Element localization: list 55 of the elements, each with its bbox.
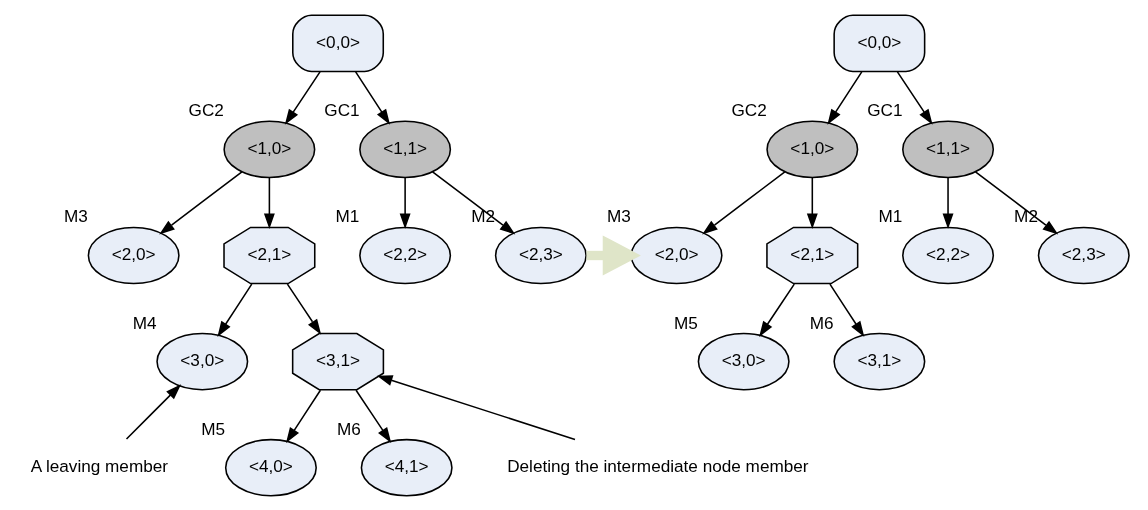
arrow [702, 170, 786, 235]
arrow [263, 176, 275, 229]
arrow [827, 70, 863, 125]
node-text: A leaving member [30, 455, 168, 476]
node-ellipse: <2,3> [1037, 226, 1130, 284]
node-label: M5 [674, 312, 698, 333]
arrow [286, 282, 322, 335]
node-label: M2 [471, 205, 496, 226]
arrow [284, 70, 321, 125]
node-label: M4 [132, 312, 157, 333]
node-label: GC1 [324, 99, 360, 120]
node-box: <0,0> [292, 13, 385, 72]
node-ellipse: <3,0> [697, 332, 790, 390]
arrow [217, 282, 253, 337]
node-ellipse: <4,1> [360, 438, 453, 497]
node-ellipse: <1,0> [766, 120, 859, 178]
arrow [355, 388, 392, 443]
node-ellipse: <1,0> [223, 120, 316, 178]
arrow [286, 388, 322, 443]
node-label: M3 [64, 205, 88, 226]
node-box: <0,0> [833, 13, 926, 72]
node-ellipse: <2,2> [902, 226, 995, 284]
node-ellipse: <1,1> [359, 120, 452, 178]
node-label: GC2 [731, 99, 767, 120]
node-ellipse: <2,0> [630, 226, 723, 284]
node-ellipse: <3,0> [156, 332, 249, 390]
node-ellipse: <3,1> [833, 332, 926, 390]
arrow [974, 170, 1059, 235]
arrow [159, 170, 243, 235]
arrow [399, 176, 411, 229]
arrow [354, 70, 391, 125]
arrow [125, 383, 182, 440]
node-label: GC1 [867, 99, 903, 120]
node-ellipse: <4,0> [224, 438, 317, 497]
node-label: M3 [606, 205, 631, 226]
node-label: M6 [809, 312, 834, 333]
node-text: Deleting the intermediate node member [507, 455, 809, 476]
node-ellipse: <2,2> [359, 226, 452, 284]
arrow [431, 170, 516, 235]
arrow [759, 282, 796, 337]
arrow [586, 234, 641, 276]
node-label: GC2 [188, 99, 224, 120]
node-label: M5 [201, 418, 226, 439]
node-ellipse: <2,3> [494, 226, 587, 284]
node-label: M1 [335, 205, 360, 226]
arrow [942, 176, 954, 229]
node-label: M6 [337, 418, 361, 439]
node-label: M2 [1014, 205, 1038, 226]
node-ellipse: <1,1> [902, 120, 995, 178]
arrow [829, 282, 865, 337]
node-ellipse: <2,0> [87, 226, 180, 284]
node-label: M1 [878, 205, 903, 226]
arrow [376, 374, 576, 440]
arrow [896, 70, 933, 125]
arrow [806, 176, 818, 229]
